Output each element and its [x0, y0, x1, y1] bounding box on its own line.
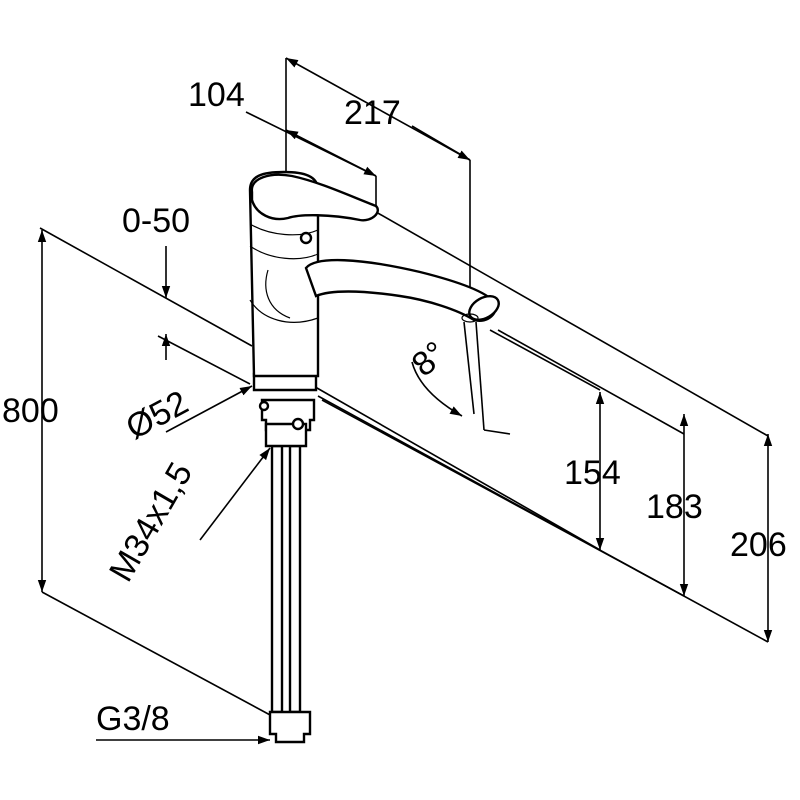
label-104: 104: [188, 76, 245, 114]
label-thread: M34x1,5: [102, 456, 200, 588]
label-206: 206: [730, 526, 787, 564]
label-154: 154: [564, 454, 621, 492]
label-0-50: 0-50: [122, 202, 190, 240]
label-217: 217: [344, 94, 401, 132]
label-diameter-52: Ø52: [120, 383, 195, 447]
label-800: 800: [2, 392, 59, 430]
label-183: 183: [646, 488, 703, 526]
dimension-labels: 104 217 0-50 800 Ø52 M34x1,5 154 183 206…: [2, 76, 787, 738]
label-g3-8: G3/8: [96, 700, 170, 738]
faucet-body: [248, 170, 500, 744]
dimension-lines: [37, 57, 773, 745]
label-angle-8: 8°: [405, 334, 454, 384]
